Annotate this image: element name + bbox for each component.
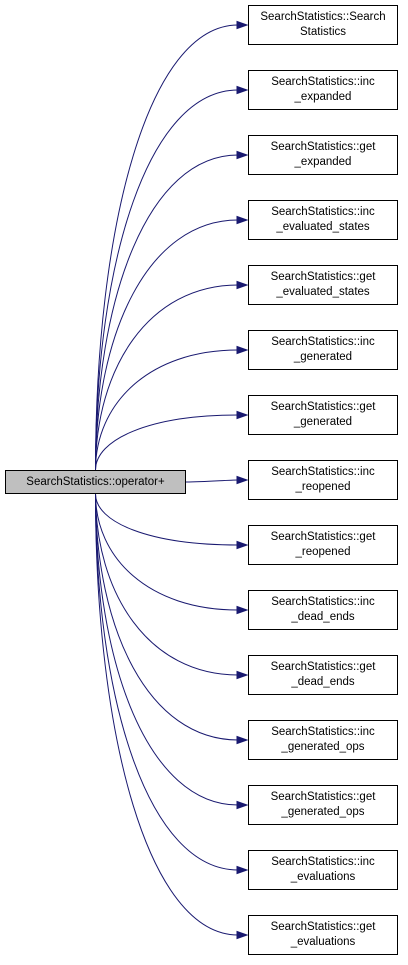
call-edge <box>95 414 239 471</box>
arrowhead-icon <box>236 85 249 95</box>
call-edge <box>95 219 239 471</box>
target-node-inc-dead-ends[interactable]: SearchStatistics::inc _dead_ends <box>248 590 398 630</box>
arrowhead-icon <box>236 930 249 940</box>
target-node-inc-expanded[interactable]: SearchStatistics::inc _expanded <box>248 70 398 110</box>
arrowhead-icon <box>236 540 249 550</box>
arrowhead-icon <box>236 150 249 160</box>
arrowhead-icon <box>236 280 249 290</box>
arrowhead-icon <box>236 800 249 810</box>
call-edge <box>95 349 239 471</box>
call-edge <box>185 479 239 483</box>
arrowhead-icon <box>236 475 249 485</box>
target-node-inc-evaluated-states[interactable]: SearchStatistics::inc _evaluated_states <box>248 200 398 240</box>
call-edge <box>95 493 239 871</box>
arrowhead-icon <box>236 215 249 225</box>
arrowhead-icon <box>236 670 249 680</box>
target-node-get-generated[interactable]: SearchStatistics::get _generated <box>248 395 398 435</box>
call-edge <box>95 493 239 546</box>
call-edge <box>95 154 239 471</box>
source-node-operator-plus[interactable]: SearchStatistics::operator+ <box>5 470 186 494</box>
arrowhead-icon <box>236 20 249 30</box>
target-node-get-generated-ops[interactable]: SearchStatistics::get _generated_ops <box>248 785 398 825</box>
target-node-inc-reopened[interactable]: SearchStatistics::inc _reopened <box>248 460 398 500</box>
call-edge <box>95 493 239 936</box>
arrowhead-icon <box>236 735 249 745</box>
arrowhead-icon <box>236 865 249 875</box>
call-edge <box>95 493 239 676</box>
target-node-inc-evaluations[interactable]: SearchStatistics::inc _evaluations <box>248 850 398 890</box>
arrowhead-icon <box>236 410 249 420</box>
target-node-get-dead-ends[interactable]: SearchStatistics::get _dead_ends <box>248 655 398 695</box>
target-node-get-reopened[interactable]: SearchStatistics::get _reopened <box>248 525 398 565</box>
call-edge <box>95 493 239 611</box>
call-edge <box>95 89 239 471</box>
target-node-inc-generated-ops[interactable]: SearchStatistics::inc _generated_ops <box>248 720 398 760</box>
target-node-get-evaluations[interactable]: SearchStatistics::get _evaluations <box>248 915 398 955</box>
target-node-get-evaluated-states[interactable]: SearchStatistics::get _evaluated_states <box>248 265 398 305</box>
call-edge <box>95 284 239 471</box>
arrowhead-icon <box>236 345 249 355</box>
call-edge <box>95 493 239 741</box>
target-node-get-expanded[interactable]: SearchStatistics::get _expanded <box>248 135 398 175</box>
call-edge <box>95 493 239 806</box>
arrowhead-icon <box>236 605 249 615</box>
target-node-search-statistics-ctor[interactable]: SearchStatistics::Search Statistics <box>248 5 398 45</box>
target-node-inc-generated[interactable]: SearchStatistics::inc _generated <box>248 330 398 370</box>
call-edge <box>95 24 239 471</box>
